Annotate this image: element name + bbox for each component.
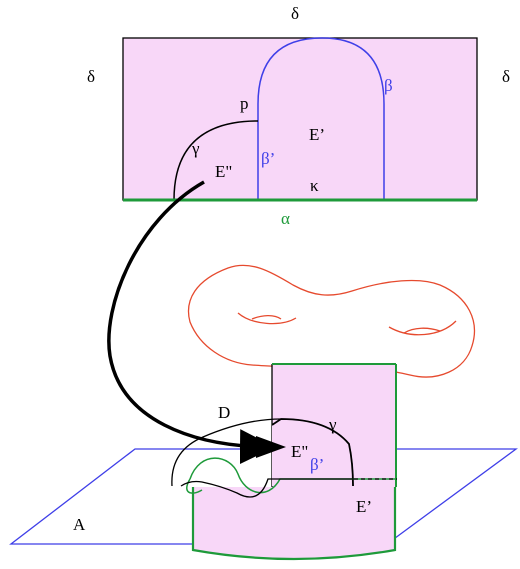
e-double-lower-label: E" <box>291 442 308 461</box>
delta-right-label: δ <box>502 67 510 86</box>
gamma-label: γ <box>191 139 200 158</box>
p-label: p <box>240 94 249 113</box>
beta-prime-label: β’ <box>261 149 275 168</box>
beta-prime-lower-label: β’ <box>310 455 324 474</box>
surface-hole-right-inner <box>403 327 441 334</box>
arrowhead-solid <box>256 436 286 458</box>
upper-square-group: δ δ δ p β γ E’ E" β’ κ α <box>87 4 510 228</box>
disk-d-inner <box>271 418 354 487</box>
e-prime-lower-label: E’ <box>356 497 372 516</box>
cylinder-base <box>191 487 397 561</box>
upper-square <box>122 37 478 201</box>
main-arrow <box>107 180 275 465</box>
delta-left-label: δ <box>87 67 95 86</box>
gamma-lower-label: γ <box>328 415 337 434</box>
surface-hole-right <box>388 320 457 336</box>
delta-top-label: δ <box>291 4 299 23</box>
surface-outline <box>188 264 476 378</box>
alpha-label: α <box>281 209 290 228</box>
disk-d-fill <box>272 419 353 486</box>
beta-arc <box>257 37 385 200</box>
kappa-label: κ <box>310 176 319 195</box>
surface-hole-left <box>237 312 297 325</box>
lower-black-arc <box>180 478 354 498</box>
beta-label: β <box>384 76 393 95</box>
d-label: D <box>218 403 230 422</box>
e-double-label: E" <box>215 162 232 181</box>
lower-scene-group: D γ E" β’ E’ A <box>9 180 518 561</box>
gamma-arc <box>173 120 259 201</box>
surface-group <box>188 264 476 378</box>
cylinder-body-bottom <box>193 487 395 559</box>
a-label: A <box>73 515 86 534</box>
surface-hole-left-inner <box>251 314 282 320</box>
boundary-loop <box>189 457 397 494</box>
e-prime-label: E’ <box>309 125 325 144</box>
